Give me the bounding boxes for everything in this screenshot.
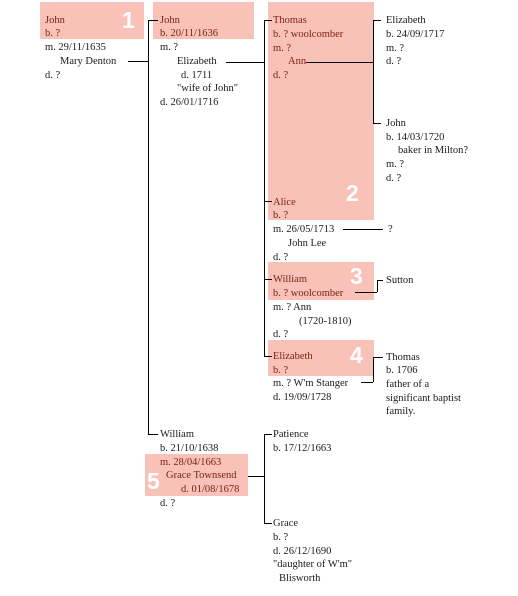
connector-line xyxy=(343,229,383,230)
birth-date: b. 1706 xyxy=(386,365,418,376)
spouse-name: Grace Townsend xyxy=(166,470,237,481)
person-name: John xyxy=(160,15,180,26)
spouse-dates: (1720-1810) xyxy=(299,316,352,327)
highlight-box-3 xyxy=(268,262,374,300)
person-name: Elizabeth xyxy=(386,15,426,26)
death-date: d. ? xyxy=(273,252,289,263)
spouse-name: Ann xyxy=(288,56,307,67)
box-number-2: 2 xyxy=(346,180,359,206)
person-name: Alice xyxy=(273,197,296,208)
family-note: significant baptist xyxy=(386,393,461,404)
connector-line xyxy=(264,201,272,202)
connector-line xyxy=(148,20,158,21)
connector-line xyxy=(264,434,265,523)
death-date: d. ? xyxy=(386,56,402,67)
birth-date: b. 24/09/1717 xyxy=(386,29,445,40)
connector-line xyxy=(355,292,377,293)
birth-date: b. ? xyxy=(45,28,61,39)
connector-line xyxy=(373,123,381,124)
connector-line xyxy=(248,476,264,477)
person-name: Thomas xyxy=(386,352,420,363)
highlight-box-2 xyxy=(268,2,374,220)
connector-line xyxy=(264,279,272,280)
spouse-name: Mary Denton xyxy=(60,56,117,67)
death-date: d. ? xyxy=(386,173,402,184)
connector-line xyxy=(361,382,373,383)
birth-date: b. ? xyxy=(273,532,289,543)
connector-line xyxy=(373,20,381,21)
connector-line xyxy=(264,356,272,357)
family-note: family. xyxy=(386,406,416,417)
connector-line xyxy=(306,62,373,63)
connector-line xyxy=(373,357,374,382)
birth-date: b. ? woolcomber xyxy=(273,29,344,40)
box-number-3: 3 xyxy=(350,263,363,289)
death-date: d. 26/12/1690 xyxy=(273,546,332,557)
family-note: father of a xyxy=(386,379,430,390)
highlight-box-john-jr xyxy=(153,2,254,39)
birth-date: b. 21/10/1638 xyxy=(160,443,219,454)
marriage-date: m. ? xyxy=(386,43,405,54)
box-number-1: 1 xyxy=(122,7,135,33)
birth-date: b. ? xyxy=(273,365,289,376)
connector-line xyxy=(264,523,272,524)
connector-line xyxy=(128,61,148,62)
death-date: d. 26/01/1716 xyxy=(160,97,219,108)
connector-line xyxy=(377,280,383,281)
spouse-name: John Lee xyxy=(288,238,327,249)
child-unknown: ? xyxy=(388,224,393,235)
death-date: d. 19/09/1728 xyxy=(273,392,332,403)
death-date: d. ? xyxy=(45,70,61,81)
box-number-5: 5 xyxy=(147,468,160,494)
birth-date: b. ? woolcomber xyxy=(273,288,344,299)
connector-line xyxy=(373,357,383,358)
marriage-date: m. ? xyxy=(386,159,405,170)
marriage-date: m. 29/11/1635 xyxy=(45,42,106,53)
marriage-date: m. 28/04/1663 xyxy=(160,457,222,468)
death-date: d. ? xyxy=(273,70,289,81)
marriage-date: m. ? Ann xyxy=(273,302,312,313)
child-name: Sutton xyxy=(386,275,414,286)
person-name: Patience xyxy=(273,429,309,440)
box-number-4: 4 xyxy=(350,342,363,368)
connector-line xyxy=(264,20,265,356)
highlight-box-4 xyxy=(268,340,374,376)
occupation-note: baker in Milton? xyxy=(398,145,468,156)
connector-line xyxy=(264,434,272,435)
death-date: d. ? xyxy=(160,498,176,509)
connector-line xyxy=(377,280,378,292)
spouse-name: Elizabeth xyxy=(177,56,217,67)
birth-date: b. ? xyxy=(273,210,289,221)
birth-date: b. 20/11/1636 xyxy=(160,28,218,39)
person-name: Elizabeth xyxy=(273,351,313,362)
connector-line xyxy=(226,62,264,63)
person-name: Grace xyxy=(273,518,299,529)
person-name: William xyxy=(160,429,194,440)
connector-line xyxy=(373,20,374,123)
spouse-death-date: d. 1711 xyxy=(181,70,213,81)
spouse-note: "wife of John" xyxy=(177,83,239,94)
connector-line xyxy=(148,20,149,434)
person-name: John xyxy=(45,15,65,26)
place-note: Blisworth xyxy=(279,573,321,584)
birth-date: b. 17/12/1663 xyxy=(273,443,332,454)
spouse-death-date: d. 01/08/1678 xyxy=(181,484,240,495)
connector-line xyxy=(264,20,272,21)
connector-line xyxy=(148,434,158,435)
death-date: d. ? xyxy=(273,329,289,340)
person-name: Thomas xyxy=(273,15,307,26)
person-name: William xyxy=(273,274,307,285)
birth-date: b. 14/03/1720 xyxy=(386,132,445,143)
marriage-date: m. ? xyxy=(160,42,179,53)
highlight-box-5 xyxy=(145,454,248,496)
marriage-date: m. ? xyxy=(273,43,292,54)
parent-note: "daughter of W'm" xyxy=(273,559,353,570)
highlight-box-1 xyxy=(40,2,144,39)
marriage-date: m. ? W'm Stanger xyxy=(273,378,349,389)
person-name: John xyxy=(386,118,406,129)
marriage-date: m. 26/05/1713 xyxy=(273,224,335,235)
